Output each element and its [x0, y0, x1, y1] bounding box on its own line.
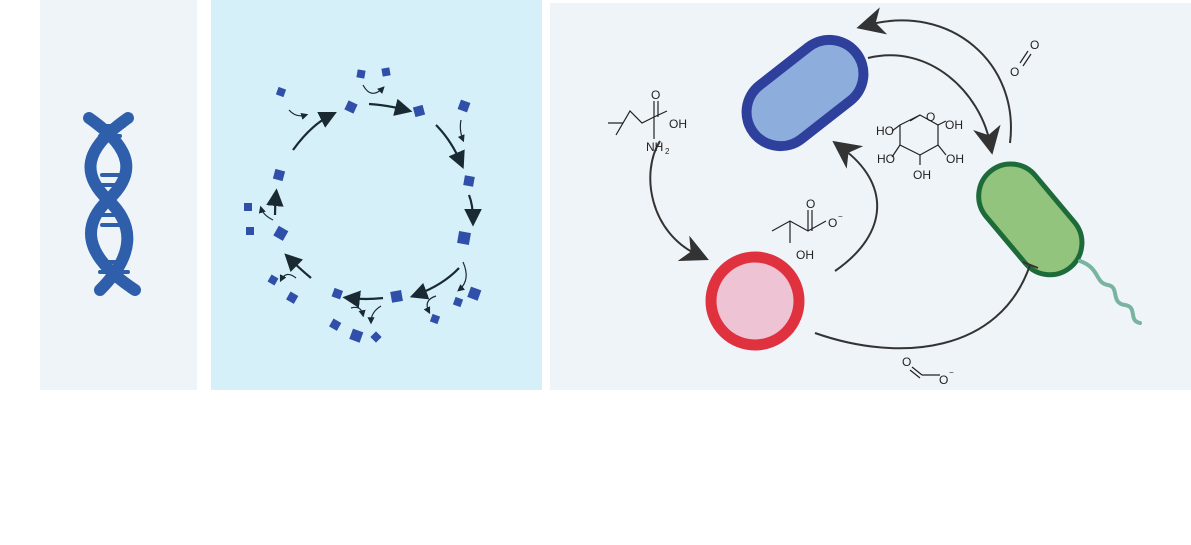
cycle-panel — [211, 0, 542, 390]
svg-text:O: O — [902, 355, 911, 369]
metabolic-cycle-icon — [244, 67, 482, 343]
oxygen-structure — [1019, 50, 1032, 67]
red-cell-icon — [705, 251, 805, 351]
green-bacterium-icon — [976, 161, 1142, 325]
svg-text:2: 2 — [665, 147, 670, 156]
svg-text:O: O — [1030, 38, 1039, 52]
svg-text:O: O — [926, 110, 935, 124]
svg-text:OH: OH — [946, 152, 964, 166]
community-panel: O OH NH 2 HO HO OH OH OH O O O − OH — [550, 3, 1191, 390]
svg-text:HO: HO — [877, 152, 895, 166]
glucose-structure — [891, 114, 947, 165]
svg-text:OH: OH — [913, 168, 931, 182]
svg-text:O: O — [806, 197, 815, 211]
dna-helix-icon — [83, 112, 141, 296]
svg-text:O: O — [651, 88, 660, 102]
leucine-structure — [608, 101, 668, 139]
svg-text:−: − — [949, 368, 954, 377]
formate-structure — [909, 366, 940, 379]
svg-text:OH: OH — [796, 248, 814, 262]
svg-text:HO: HO — [876, 124, 894, 138]
lactate-structure — [771, 210, 827, 243]
svg-text:O: O — [828, 216, 837, 230]
microbial-community-icon: O OH NH 2 HO HO OH OH OH O O O − OH — [608, 7, 1142, 387]
svg-text:OH: OH — [945, 118, 963, 132]
svg-text:OH: OH — [669, 117, 687, 131]
blue-bacterium-icon — [741, 34, 869, 152]
svg-text:O: O — [1010, 65, 1019, 79]
svg-text:NH: NH — [646, 140, 663, 154]
dna-panel — [40, 0, 197, 390]
svg-text:O: O — [939, 373, 948, 387]
svg-text:−: − — [838, 212, 843, 221]
metabolite-squares — [244, 67, 482, 343]
